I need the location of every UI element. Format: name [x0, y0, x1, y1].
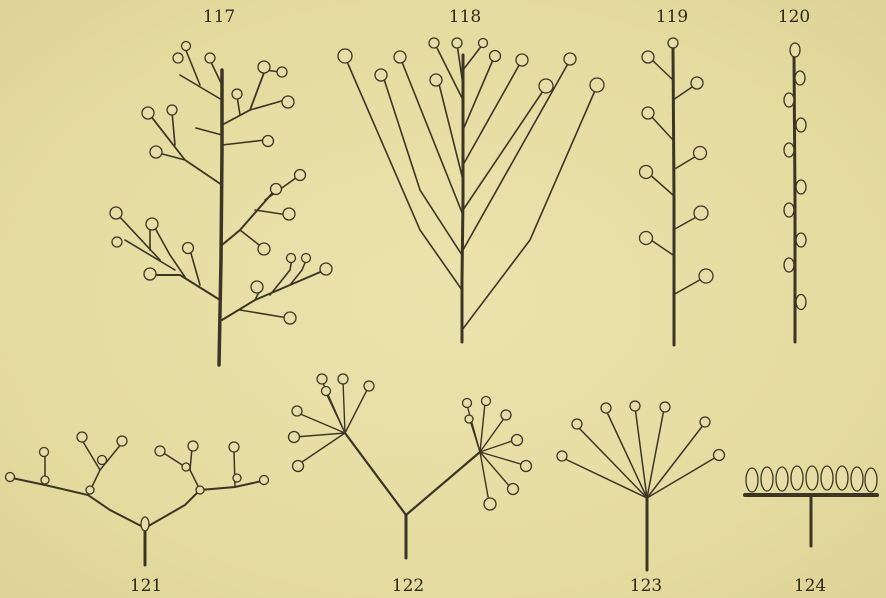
figure-123-simple-umbel: 123 [557, 401, 725, 596]
figure-label-119: 119 [656, 7, 688, 27]
figure-121-cyme: 121 [6, 432, 269, 596]
figure-label-124: 124 [794, 576, 826, 596]
figure-label-117: 117 [203, 7, 235, 27]
figure-118-corymb: 118 [338, 7, 604, 342]
figure-label-121: 121 [130, 576, 162, 596]
figure-119-raceme: 119 [640, 7, 714, 345]
figure-124-head: 124 [745, 466, 877, 596]
figure-label-118: 118 [449, 7, 481, 27]
figure-label-123: 123 [630, 576, 662, 596]
figure-117-panicle: 117 [110, 7, 332, 365]
figure-label-120: 120 [778, 7, 810, 27]
figure-label-122: 122 [392, 576, 424, 596]
figure-120-spike: 120 [778, 7, 810, 342]
figure-122-compound-umbel: 122 [289, 374, 532, 596]
